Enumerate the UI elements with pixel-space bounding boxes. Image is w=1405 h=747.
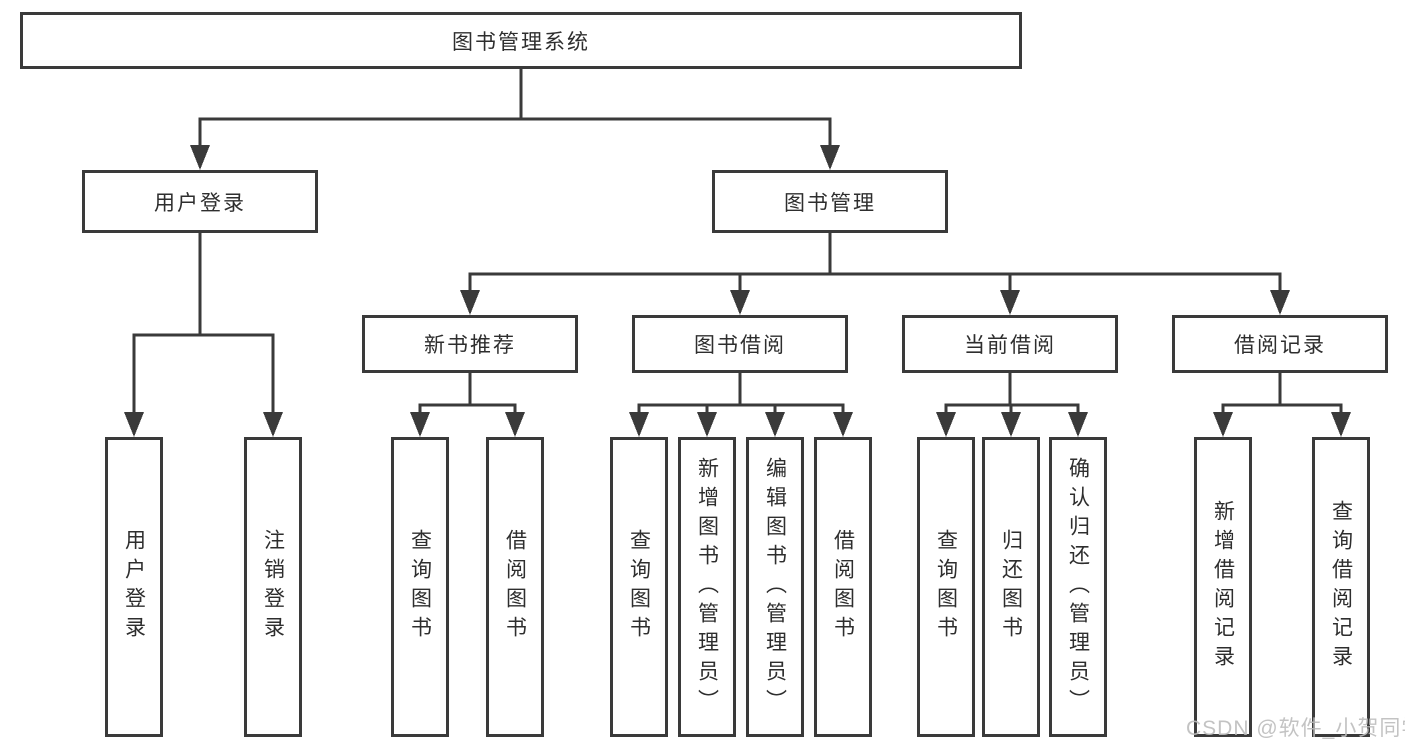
node-label: 用户登录 <box>154 191 246 215</box>
leaf-query-borrow-record: 查询借阅记录 <box>1312 437 1370 737</box>
node-library-management-system: 图书管理系统 <box>20 12 1022 69</box>
leaf-borrow-books-recommend: 借阅图书 <box>486 437 544 737</box>
arrowhead <box>1001 412 1021 437</box>
node-borrowing-records: 借阅记录 <box>1172 315 1388 373</box>
node-label: 归还图书 <box>999 529 1023 645</box>
node-label: 查询图书 <box>408 529 432 645</box>
leaf-add-borrow-record: 新增借阅记录 <box>1194 437 1252 737</box>
arrowhead <box>936 412 956 437</box>
leaf-query-books-recommend: 查询图书 <box>391 437 449 737</box>
node-label: 借阅记录 <box>1234 334 1326 357</box>
arrowhead <box>697 412 717 437</box>
node-user-login: 用户登录 <box>82 170 318 233</box>
node-label: 新增借阅记录 <box>1211 500 1235 674</box>
arrowhead <box>765 412 785 437</box>
leaf-edit-book-admin: 编辑图书（管理员） <box>746 437 804 737</box>
leaf-query-books-borrow: 查询图书 <box>610 437 668 737</box>
node-label: 借阅图书 <box>831 529 855 645</box>
arrowhead <box>1331 412 1351 437</box>
node-label: 新书推荐 <box>424 334 516 357</box>
node-book-borrowing: 图书借阅 <box>632 315 848 373</box>
node-book-management: 图书管理 <box>712 170 948 233</box>
node-label: 图书借阅 <box>694 334 786 357</box>
leaf-return-books: 归还图书 <box>982 437 1040 737</box>
node-label: 图书管理 <box>784 191 876 215</box>
leaf-query-books-current: 查询图书 <box>917 437 975 737</box>
arrowhead <box>124 412 144 437</box>
node-label: 查询借阅记录 <box>1329 500 1353 674</box>
arrowhead <box>263 412 283 437</box>
arrowhead <box>1000 290 1020 315</box>
node-label: 编辑图书（管理员） <box>763 456 787 718</box>
arrowhead <box>1270 290 1290 315</box>
leaf-logout: 注销登录 <box>244 437 302 737</box>
arrowhead <box>730 290 750 315</box>
leaf-confirm-return-admin: 确认归还（管理员） <box>1049 437 1107 737</box>
arrowhead <box>820 145 840 170</box>
node-label: 查询图书 <box>934 529 958 645</box>
csdn-watermark: CSDN @软件_小贺同学 <box>1186 717 1405 740</box>
node-label: 用户登录 <box>122 529 146 645</box>
node-new-book-recommendation: 新书推荐 <box>362 315 578 373</box>
arrowhead <box>629 412 649 437</box>
node-current-borrowing: 当前借阅 <box>902 315 1118 373</box>
arrowhead <box>1213 412 1233 437</box>
arrowhead <box>190 145 210 170</box>
arrowhead <box>460 290 480 315</box>
node-label: 注销登录 <box>261 529 285 645</box>
node-label: 图书管理系统 <box>452 30 590 54</box>
leaf-user-login: 用户登录 <box>105 437 163 737</box>
node-label: 查询图书 <box>627 529 651 645</box>
node-label: 确认归还（管理员） <box>1066 456 1090 718</box>
node-label: 新增图书（管理员） <box>695 456 719 718</box>
arrowhead <box>505 412 525 437</box>
arrowhead <box>833 412 853 437</box>
node-label: 借阅图书 <box>503 529 527 645</box>
node-label: 当前借阅 <box>964 334 1056 357</box>
arrowhead <box>410 412 430 437</box>
leaf-borrow-books-borrow: 借阅图书 <box>814 437 872 737</box>
leaf-add-book-admin: 新增图书（管理员） <box>678 437 736 737</box>
arrowhead <box>1068 412 1088 437</box>
